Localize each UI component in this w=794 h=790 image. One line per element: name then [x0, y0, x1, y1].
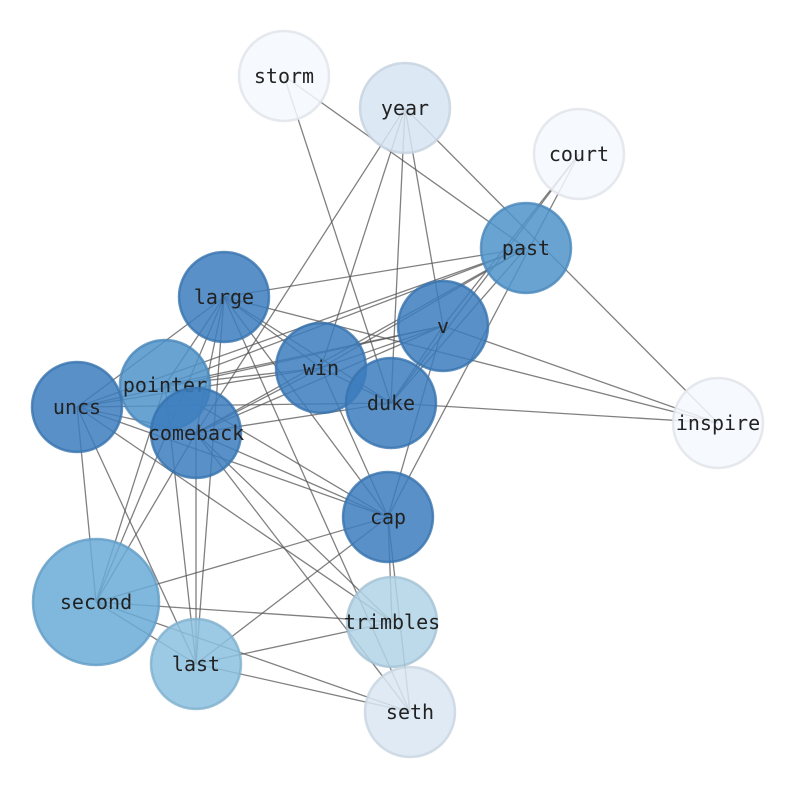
edge-year-comeback [195, 107, 406, 434]
node-label: inspire [676, 411, 760, 435]
node-circle [532, 107, 626, 201]
node-circle [479, 201, 573, 295]
node-label: large [194, 285, 254, 309]
node-label: win [303, 356, 339, 380]
node-label: last [172, 652, 220, 676]
node-circle [149, 386, 243, 480]
edge-uncs-trimbles [76, 406, 393, 623]
edge-duke-inspire [390, 402, 719, 424]
node-label: year [381, 96, 429, 120]
node-circle [341, 470, 435, 564]
edge-past-pointer [164, 247, 527, 386]
node-circle [237, 29, 331, 123]
node-circle [358, 61, 452, 155]
node-inspire: inspire [671, 376, 765, 470]
node-label: v [437, 314, 449, 338]
node-year: year [358, 61, 452, 155]
node-label: second [60, 590, 132, 614]
node-large: large [177, 250, 271, 344]
node-trimbles: trimbles [344, 575, 440, 669]
node-label: cap [370, 505, 406, 529]
node-court: court [532, 107, 626, 201]
node-label: comeback [148, 421, 244, 445]
edge-past-large [223, 247, 527, 298]
node-circle [396, 279, 490, 373]
node-past: past [479, 201, 573, 295]
node-circle [149, 617, 243, 711]
node-second: second [31, 537, 161, 667]
edge-past-comeback [195, 247, 527, 434]
edge-uncs-cap [76, 406, 389, 518]
node-circle [177, 250, 271, 344]
edge-year-duke [390, 107, 406, 404]
node-storm: storm [237, 29, 331, 123]
edge-large-last [195, 296, 225, 665]
node-label: court [549, 142, 609, 166]
node-seth: seth [363, 665, 457, 759]
node-label: storm [254, 64, 314, 88]
node-circle [344, 356, 438, 450]
node-label: trimbles [344, 610, 440, 634]
node-v: v [396, 279, 490, 373]
node-last: last [149, 617, 243, 711]
edge-storm-duke [283, 75, 392, 404]
node-circle [30, 360, 124, 454]
node-cap: cap [341, 470, 435, 564]
edge-uncs-last [76, 406, 197, 665]
edge-comeback-seth [195, 432, 411, 713]
node-label: uncs [53, 395, 101, 419]
node-label: past [502, 236, 550, 260]
edge-storm-past [283, 75, 527, 249]
edge-v-inspire [442, 325, 719, 424]
node-uncs: uncs [30, 360, 124, 454]
node-label: seth [386, 700, 434, 724]
node-label: duke [367, 391, 415, 415]
node-duke: duke [344, 356, 438, 450]
node-circle [31, 537, 161, 667]
node-comeback: comeback [148, 386, 244, 480]
node-circle [363, 665, 457, 759]
node-circle [671, 376, 765, 470]
node-circle [345, 575, 439, 669]
